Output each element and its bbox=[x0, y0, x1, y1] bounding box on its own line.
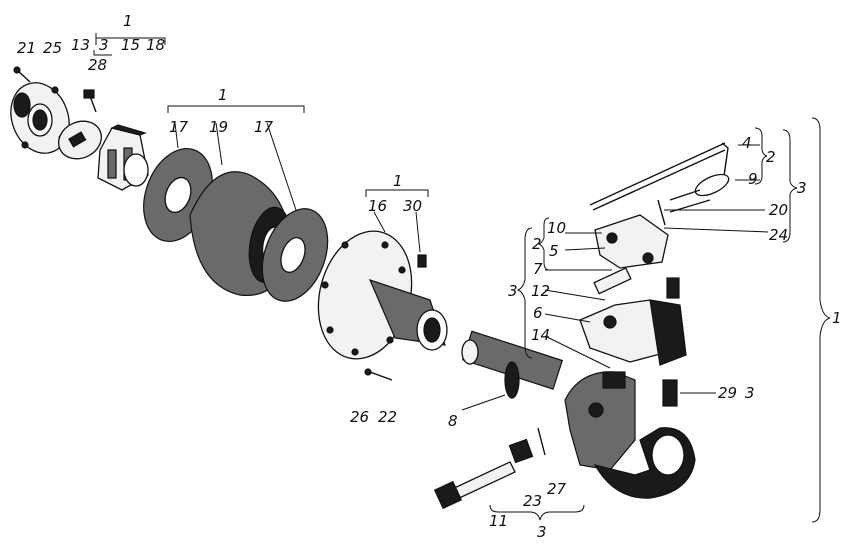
label-26: 26 bbox=[350, 408, 369, 426]
label-3-bottom: 3 bbox=[537, 523, 547, 541]
label-2-left: 2 bbox=[532, 235, 542, 253]
brace-left-mid bbox=[516, 217, 550, 359]
part-4-9-rod-assembly bbox=[589, 142, 730, 226]
part-16-hub-flange bbox=[317, 230, 448, 360]
part-12-spring bbox=[666, 277, 680, 299]
bracket-group-1-center bbox=[167, 105, 305, 223]
label-17-left: 17 bbox=[169, 118, 189, 136]
bracket-group-1-right bbox=[365, 189, 429, 253]
label-28: 28 bbox=[88, 56, 107, 74]
part-30-nipple bbox=[417, 254, 427, 268]
label-3-left: 3 bbox=[508, 282, 518, 300]
label-14: 14 bbox=[531, 326, 550, 344]
part-28-screw bbox=[83, 89, 97, 113]
part-14-knuckle-body bbox=[564, 371, 696, 499]
label-13: 13 bbox=[71, 36, 90, 54]
part-17-disc-right bbox=[261, 208, 329, 302]
part-18-sleeve bbox=[97, 124, 149, 191]
label-29: 29 bbox=[718, 384, 737, 402]
label-11: 11 bbox=[489, 512, 508, 530]
label-22: 22 bbox=[378, 408, 397, 426]
label-18: 18 bbox=[146, 36, 165, 54]
part-10-5-lever bbox=[594, 214, 669, 269]
label-3-top-left: 3 bbox=[99, 36, 109, 54]
part-26-22-bolt bbox=[364, 368, 393, 381]
label-19: 19 bbox=[209, 118, 228, 136]
label-1-top-left: 1 bbox=[123, 12, 133, 30]
label-20: 20 bbox=[769, 201, 788, 219]
part-11-bolt bbox=[433, 461, 516, 510]
callout-labels: 1 3 15 18 21 25 13 28 1 17 19 17 1 16 30… bbox=[17, 12, 842, 541]
label-21: 21 bbox=[17, 39, 36, 57]
label-3-right: 3 bbox=[797, 179, 807, 197]
label-17-right: 17 bbox=[254, 118, 274, 136]
part-6-bracket bbox=[579, 299, 687, 366]
label-12: 12 bbox=[531, 282, 550, 300]
label-25: 25 bbox=[43, 39, 62, 57]
brace-right-mid bbox=[754, 127, 798, 243]
brace-bottom bbox=[489, 504, 585, 521]
part-8-knuckle-shaft bbox=[461, 330, 564, 399]
part-7-pin bbox=[593, 267, 632, 295]
label-8: 8 bbox=[448, 412, 458, 430]
bracket-group-1-left bbox=[93, 33, 166, 56]
label-2-right: 2 bbox=[766, 148, 776, 166]
label-4: 4 bbox=[742, 134, 752, 152]
label-3-pin: 3 bbox=[745, 384, 755, 402]
brace-right-outer bbox=[811, 117, 831, 523]
label-9: 9 bbox=[748, 170, 758, 188]
label-24: 24 bbox=[769, 226, 788, 244]
part-27-screw bbox=[537, 427, 546, 456]
label-15-top: 15 bbox=[121, 36, 140, 54]
label-6: 6 bbox=[533, 304, 543, 322]
leader-lines bbox=[461, 144, 769, 411]
label-10: 10 bbox=[547, 219, 566, 237]
label-23: 23 bbox=[523, 492, 542, 510]
label-1-far-right: 1 bbox=[832, 309, 842, 327]
label-16: 16 bbox=[368, 197, 387, 215]
label-27: 27 bbox=[547, 480, 567, 498]
label-7: 7 bbox=[533, 260, 543, 278]
part-13-flange bbox=[10, 82, 70, 154]
label-1-center-left: 1 bbox=[218, 86, 228, 104]
part-23-nut bbox=[508, 438, 534, 464]
label-1-center: 1 bbox=[393, 172, 403, 190]
part-29-pin bbox=[662, 379, 678, 407]
part-21-screw bbox=[13, 66, 31, 83]
label-5: 5 bbox=[549, 242, 559, 260]
label-30: 30 bbox=[403, 197, 422, 215]
part-15-washer bbox=[58, 120, 102, 160]
